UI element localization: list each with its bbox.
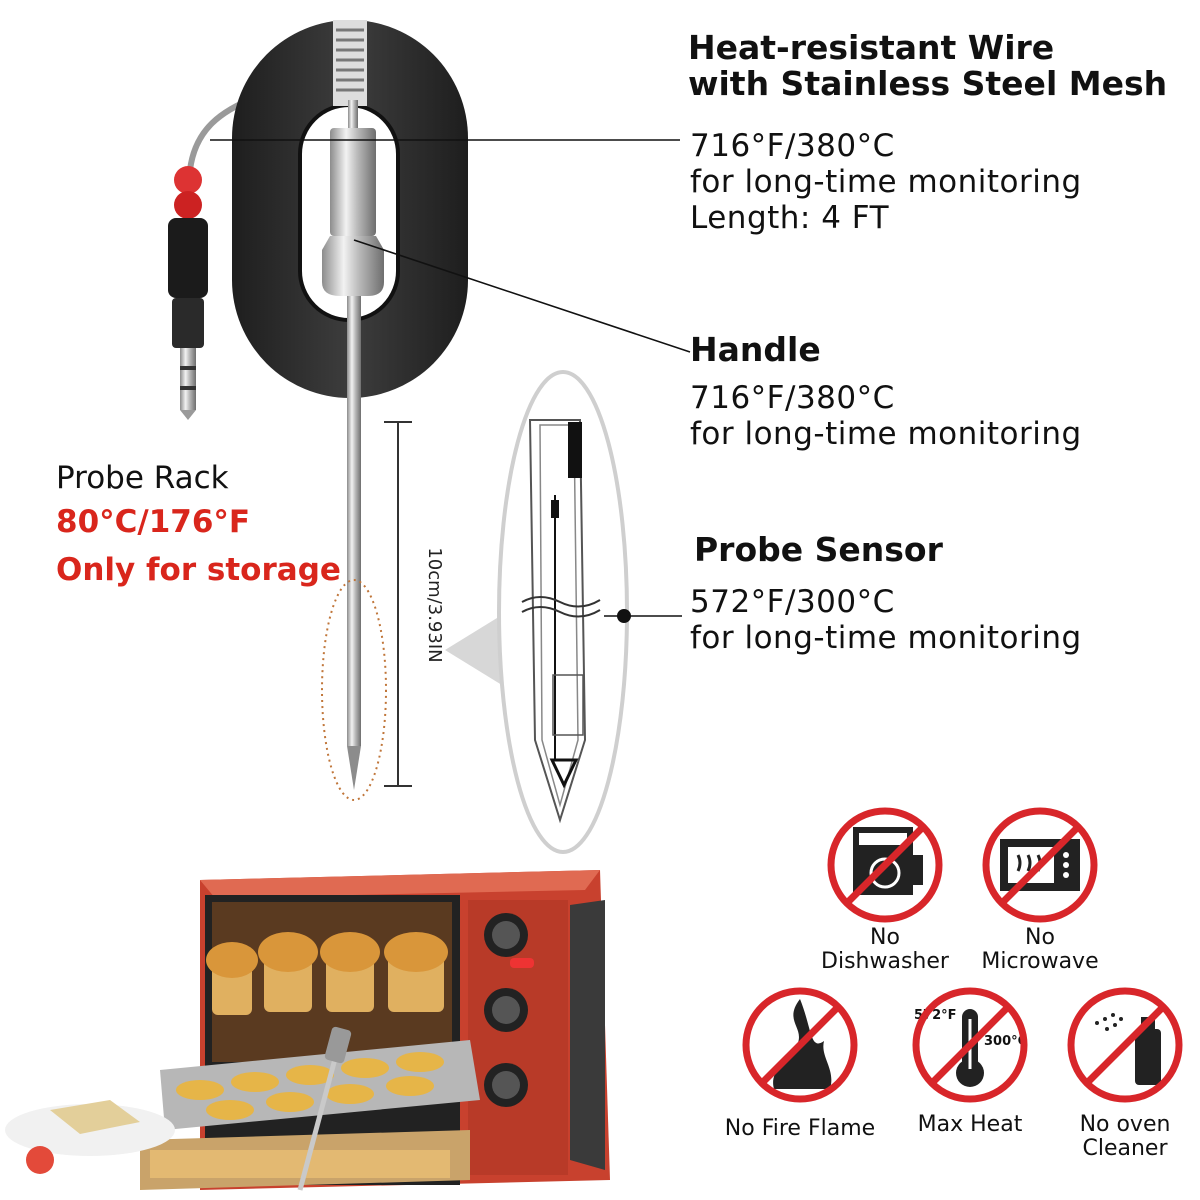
handle-temp: 716°F/380°C [690,380,895,416]
sensor-tip-highlight [321,579,387,801]
handle-title: Handle [690,330,821,369]
icon-no-dishwasher [825,805,945,925]
wire-length: Length: 4 FT [690,200,890,236]
dimension-label: 10cm/3.93IN [415,505,445,705]
wire-usage: for long-time monitoring [690,164,1082,200]
sensor-usage: for long-time monitoring [690,620,1082,656]
caption-line1: Max Heat [917,1112,1023,1137]
wire-temp: 716°F/380°C [690,128,895,164]
muffins [206,932,448,1015]
sensor-cutaway-detail [445,370,629,854]
caption-line2: Microwave [981,949,1099,974]
caption-line1: No [870,925,900,950]
oven-photo [0,860,620,1200]
probe-rack-title: Probe Rack [56,460,229,496]
sensor-callout: Probe Sensor [694,532,943,568]
dishwasher-icon [827,807,943,923]
max-heat-c-label: 300°C [984,1034,1027,1049]
sensor-title: Probe Sensor [694,530,943,569]
wire-title-line2: with Stainless Steel Mesh [688,64,1168,103]
sensor-temp: 572°F/300°C [690,584,895,620]
handle-callout: Handle [690,332,821,368]
caption-no-dishwasher: No Dishwasher [800,926,970,974]
caption-line1: No Fire Flame [724,1116,876,1141]
probe-handle [322,100,384,296]
icon-no-microwave [980,805,1100,925]
icon-no-fire-flame [740,985,860,1105]
handle-usage: for long-time monitoring [690,416,1082,452]
handle-specs: 716°F/380°C for long-time monitoring [690,380,1082,452]
sensor-specs: 572°F/300°C for long-time monitoring [690,584,1082,656]
probe-rack-note: Only for storage [56,552,341,588]
wire-title-line1: Heat-resistant Wire [688,28,1055,67]
caption-no-fire-flame: No Fire Flame [710,1117,890,1141]
sensor-leader-dot [617,609,631,623]
fire-flame-icon [742,987,858,1103]
icon-no-oven-cleaner [1065,985,1185,1105]
probe-illustration [168,20,691,854]
wire-specs: 716°F/380°C for long-time monitoring Len… [690,128,1082,236]
audio-jack-plug [168,166,208,420]
thermometer-icon: 572°F 300°C [912,987,1028,1103]
spray-cleaner-icon [1067,987,1183,1103]
caption-no-microwave: No Microwave [955,926,1125,974]
dimension-bracket [384,421,412,787]
caption-line2: Dishwasher [821,949,949,974]
probe-rack-label: Probe Rack 80°C/176°F Only for storage [56,458,341,594]
caption-line1: No oven [1079,1112,1171,1137]
dimension-text: 10cm/3.93IN [424,547,445,663]
wire-callout: Heat-resistant Wire with Stainless Steel… [688,30,1167,102]
probe-needle [347,296,361,790]
caption-no-oven-cleaner: No oven Cleaner [1040,1113,1200,1161]
caption-max-heat: Max Heat [885,1113,1055,1137]
probe-rack-temp: 80°C/176°F [56,504,251,540]
icon-max-heat: 572°F 300°C [910,985,1030,1105]
caption-line1: No [1025,925,1055,950]
microwave-icon [982,807,1098,923]
caption-line2: Cleaner [1082,1136,1168,1161]
